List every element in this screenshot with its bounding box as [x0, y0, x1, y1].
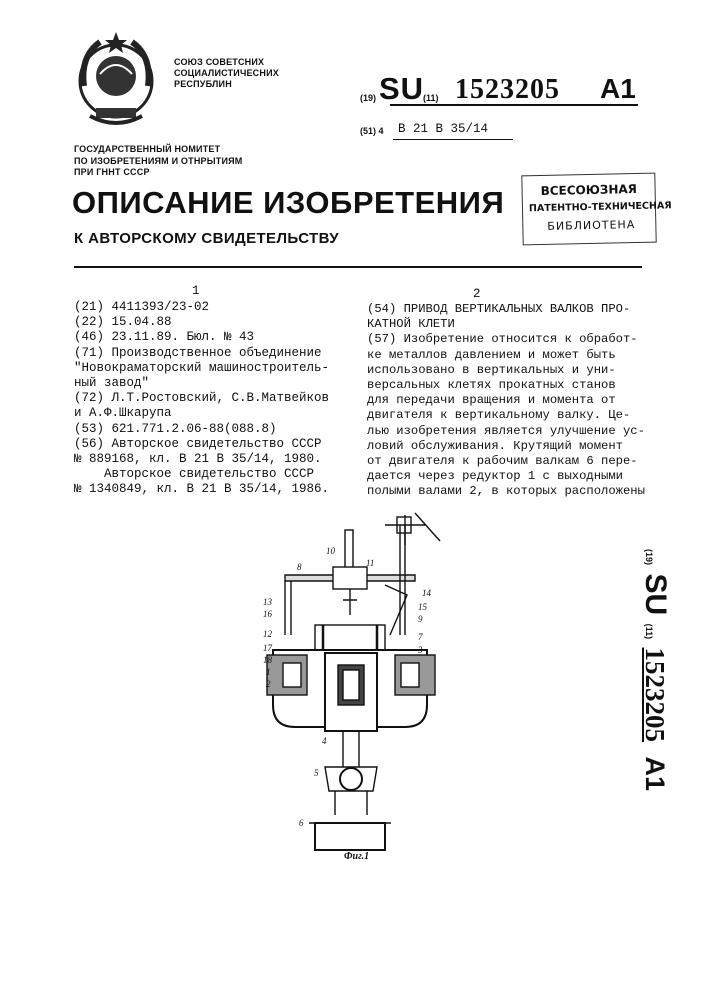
list-item: (53) 621.771.2.06-88(088.8) — [74, 422, 329, 437]
code-19: (19) — [360, 93, 376, 103]
label-3: 3 — [418, 645, 423, 655]
column-number-2: 2 — [473, 287, 481, 302]
list-item: от двигателя к рабочим валкам 6 пере- — [367, 454, 645, 469]
technical-drawing — [255, 505, 455, 865]
label-12: 12 — [263, 629, 272, 639]
label-17: 17 — [263, 643, 272, 653]
list-item: № 1340849, кл. В 21 В 35/14, 1986. — [74, 482, 329, 497]
library-stamp: ВСЕСОЮЗНАЯ ПАТЕНТНО-ТЕХНИЧЕСНАЯ БИБЛИОТЕ… — [521, 173, 656, 246]
label-7: 7 — [418, 632, 423, 642]
label-15: 15 — [418, 602, 427, 612]
list-item: полыми валами 2, в которых расположены — [367, 484, 645, 499]
list-item: дается через редуктор 1 с выходными — [367, 469, 645, 484]
list-item: лью изобретения является улучшение ус- — [367, 424, 645, 439]
list-item: ловий обслуживания. Крутящий момент — [367, 439, 645, 454]
committee-name: ГОСУДАРСТВЕННЫЙ НОМИТЕТ ПО ИЗОБРЕТЕНИЯМ … — [74, 144, 242, 179]
kind-code: A1 — [600, 73, 636, 105]
list-item: (56) Авторское свидетельство СССР — [74, 437, 329, 452]
ipc-underline — [393, 139, 513, 140]
country-code-su: SU — [379, 71, 424, 107]
code-11: (11) — [423, 93, 439, 103]
label-6: 6 — [299, 818, 304, 828]
number-underline — [390, 104, 638, 106]
list-item: (54) ПРИВОД ВЕРТИКАЛЬНЫХ ВАЛКОВ ПРО- — [367, 302, 645, 317]
list-item: ный завод" — [74, 376, 329, 391]
label-4: 4 — [322, 736, 327, 746]
list-item: (72) Л.Т.Ростовский, С.В.Матвейков — [74, 391, 329, 406]
list-item: ке металлов давлением и может быть — [367, 348, 645, 363]
document-title: ОПИСАНИЕ ИЗОБРЕТЕНИЯ — [72, 185, 504, 221]
list-item: и А.Ф.Шкарупа — [74, 406, 329, 421]
code-51: (51) 4 — [360, 126, 384, 136]
label-14: 14 — [422, 588, 431, 598]
list-item: КАТНОЙ КЛЕТИ — [367, 317, 645, 332]
label-9: 9 — [418, 614, 423, 624]
list-item: для передачи вращения и момента от — [367, 393, 645, 408]
list-item: (71) Производственное объединение — [74, 346, 329, 361]
bibliographic-data: (21) 4411393/23-02 (22) 15.04.88 (46) 23… — [74, 300, 329, 498]
list-item: (21) 4411393/23-02 — [74, 300, 329, 315]
header-rule — [74, 266, 642, 268]
label-10: 10 — [326, 546, 335, 556]
list-item: (57) Изобретение относится к обработ- — [367, 332, 645, 347]
abstract-text: (54) ПРИВОД ВЕРТИКАЛЬНЫХ ВАЛКОВ ПРО- КАТ… — [367, 302, 645, 500]
label-8: 8 — [297, 562, 302, 572]
country-name: СОЮЗ СОВЕТСНИХ СОЦИАЛИСТИЧЕСНИХ РЕСПУБЛИ… — [174, 57, 279, 90]
figure-caption: Фиг.1 — [344, 851, 369, 862]
list-item: двигателя к вертикальному валку. Це- — [367, 408, 645, 423]
label-16: 16 — [263, 609, 272, 619]
list-item: Авторское свидетельство СССР — [74, 467, 329, 482]
label-2: 2 — [266, 679, 271, 689]
ipc-class: B 21 B 35/14 — [398, 122, 488, 137]
patent-number: 1523205 — [455, 74, 560, 106]
column-number-1: 1 — [192, 284, 200, 299]
list-item: № 889168, кл. В 21 В 35/14, 1980. — [74, 452, 329, 467]
side-patent-label: (19) SU (11) 1523205 A1 — [625, 520, 685, 820]
ussr-emblem — [70, 26, 162, 130]
list-item: использовано в вертикальных и уни- — [367, 363, 645, 378]
label-18: 18 — [263, 655, 272, 665]
list-item: (46) 23.11.89. Бюл. № 43 — [74, 330, 329, 345]
label-11: 11 — [366, 558, 374, 568]
label-13: 13 — [263, 597, 272, 607]
list-item: "Новокраматорский машиностроитель- — [74, 361, 329, 376]
label-1: 1 — [266, 667, 271, 677]
document-subtitle: К АВТОРСКОМУ СВИДЕТЕЛЬСТВУ — [74, 230, 339, 247]
list-item: (22) 15.04.88 — [74, 315, 329, 330]
list-item: версальных клетях прокатных станов — [367, 378, 645, 393]
label-5: 5 — [314, 768, 319, 778]
